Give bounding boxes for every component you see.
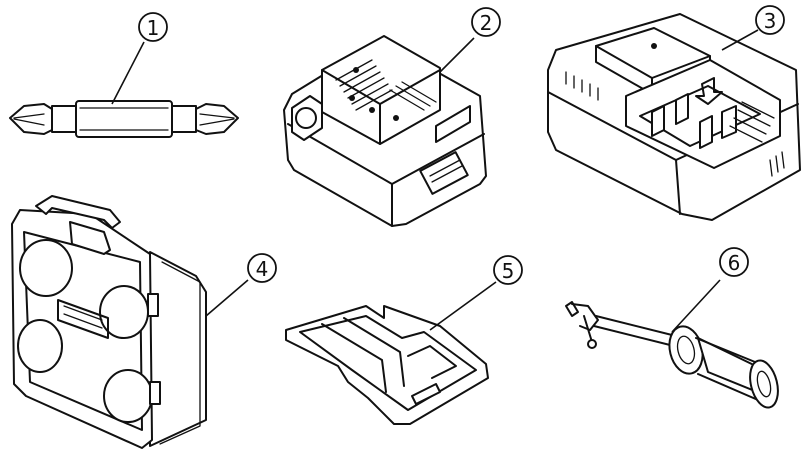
callout-1-number: 1 — [147, 16, 160, 40]
callout-5: 5 — [429, 255, 523, 331]
battery-cover — [285, 305, 489, 425]
callout-6: 6 — [671, 247, 749, 333]
callout-2: 2 — [439, 7, 501, 73]
callout-4: 4 — [205, 253, 277, 317]
callout-4-number: 4 — [256, 257, 269, 281]
side-handle — [565, 301, 779, 409]
charger — [547, 13, 801, 221]
driver-bit — [9, 100, 239, 138]
callout-1: 1 — [111, 12, 168, 105]
callout-5-number: 5 — [502, 259, 515, 283]
battery — [283, 35, 487, 227]
callout-6-number: 6 — [728, 251, 741, 275]
callout-3: 3 — [721, 5, 785, 51]
callout-3-number: 3 — [764, 9, 777, 33]
callout-2-number: 2 — [480, 11, 493, 35]
carrying-case — [11, 195, 207, 449]
